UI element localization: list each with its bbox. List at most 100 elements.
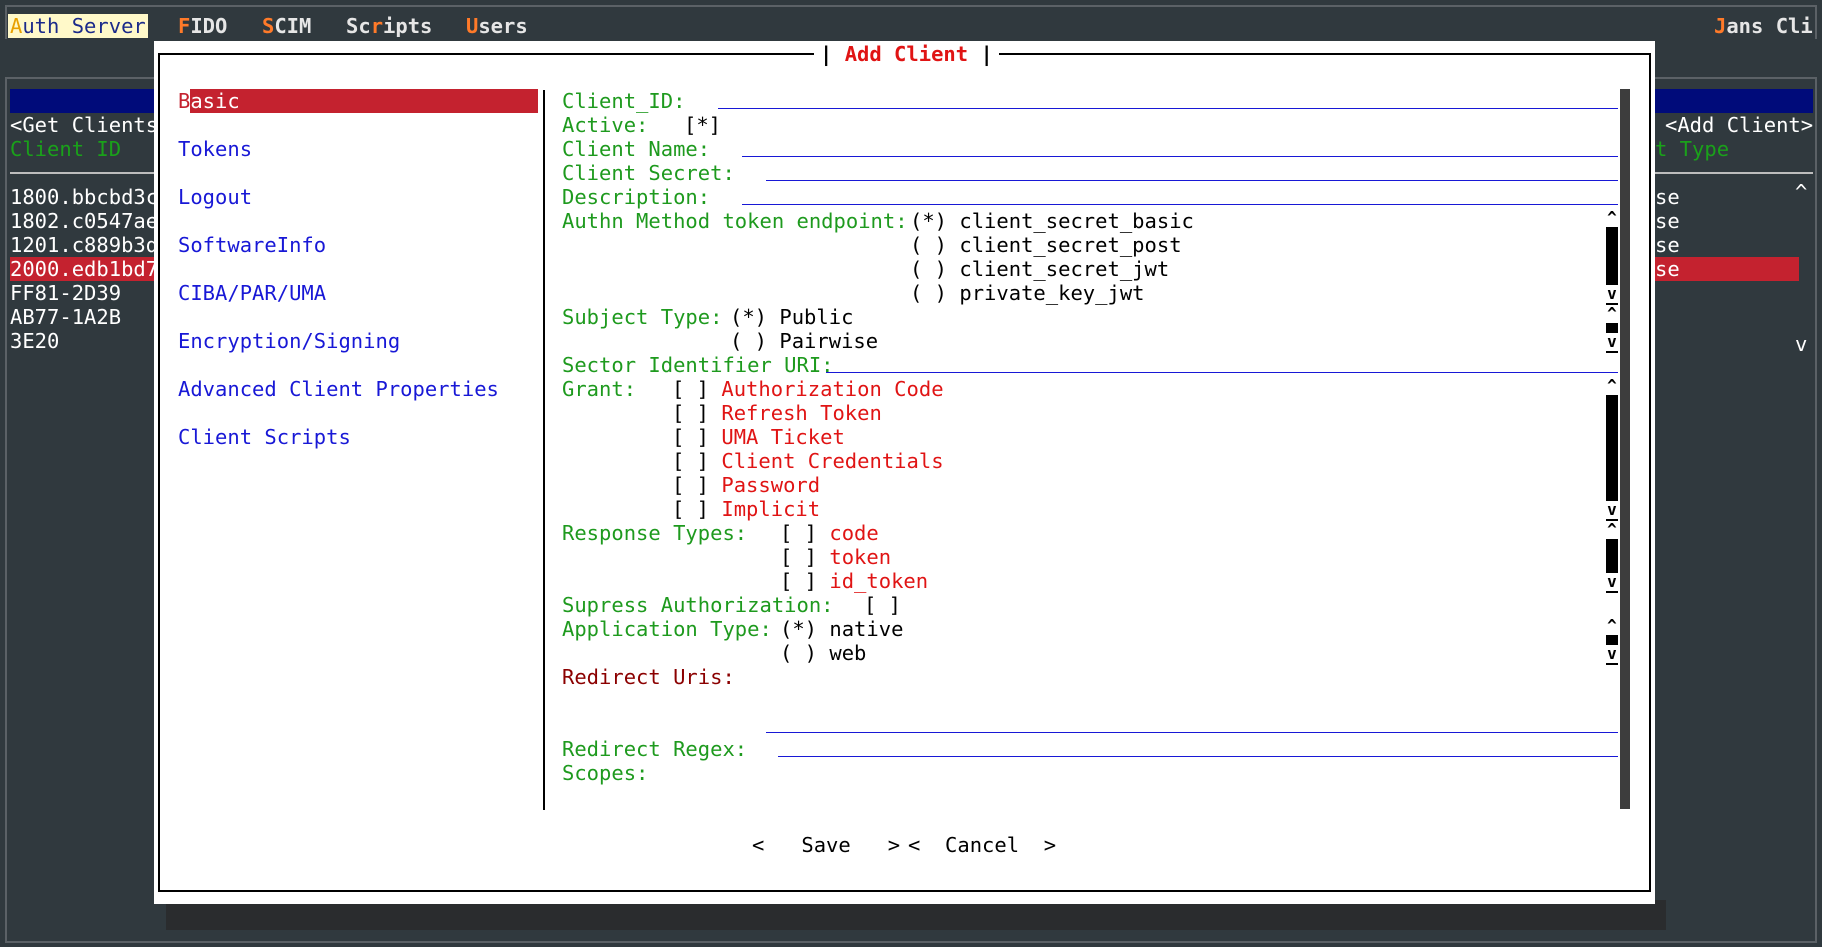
menu-hotkey: J	[1714, 14, 1727, 38]
client-row-type: se	[1655, 185, 1680, 209]
client-row-type: se	[1655, 209, 1680, 233]
grant-checkbox-password[interactable]: [ ] Password	[672, 473, 820, 497]
clients-header-bar-right	[1655, 89, 1813, 113]
redirect-uris-label: Redirect Uris:	[562, 665, 735, 689]
client-row[interactable]: 1800.bbcbd3c	[10, 185, 159, 209]
grant-label: Grant:	[562, 377, 637, 401]
client-name-input[interactable]	[742, 156, 1618, 157]
menu-label: uth Server	[22, 14, 146, 38]
app-title: Jans Cli	[1714, 14, 1813, 38]
scroll-down-icon[interactable]: v	[1605, 645, 1619, 663]
radio: ( )	[730, 329, 768, 353]
subject-option-public[interactable]: (*) Public	[730, 305, 853, 329]
menu-scripts[interactable]: Scripts	[346, 14, 432, 38]
menu-users[interactable]: Users	[466, 14, 528, 38]
menu-fido[interactable]: FIDO	[178, 14, 227, 38]
radio: ( )	[910, 257, 948, 281]
save-button[interactable]: < Save >	[752, 833, 901, 857]
cancel-button[interactable]: < Cancel >	[908, 833, 1057, 857]
form-scrollbar[interactable]	[1620, 89, 1630, 809]
authn-option-private-key-jwt[interactable]: ( ) private_key_jwt	[910, 281, 1145, 305]
sector-identifier-input[interactable]	[826, 372, 1618, 373]
supress-authorization-checkbox[interactable]: [ ]	[864, 593, 902, 617]
client-row-selected[interactable]: 2000.edb1bd7	[10, 257, 159, 281]
menu-label: ans Cli	[1726, 14, 1813, 38]
option-label: id_token	[829, 569, 929, 593]
authn-method-label: Authn Method token endpoint:	[562, 209, 908, 233]
scroll-up-icon[interactable]: ^	[1605, 305, 1619, 323]
checkbox: [ ]	[672, 377, 710, 401]
response-checkbox-id-token[interactable]: [ ] id_token	[780, 569, 928, 593]
option-label: Implicit	[721, 497, 821, 521]
redirect-regex-input[interactable]	[778, 756, 1618, 757]
client-secret-input[interactable]	[766, 180, 1618, 181]
nav-basic[interactable]: Basic	[178, 89, 538, 113]
checkbox: [ ]	[672, 401, 710, 425]
client-row[interactable]: FF81-2D39	[10, 281, 122, 305]
nav-advanced-client-properties[interactable]: Advanced Client Properties	[178, 377, 499, 401]
option-label: Authorization Code	[721, 377, 944, 401]
nav-tokens[interactable]: Tokens	[178, 137, 253, 161]
checkbox: [ ]	[780, 569, 818, 593]
column-divider	[10, 172, 154, 174]
add-client-dialog	[154, 41, 1655, 904]
client-id-input[interactable]	[718, 108, 1618, 109]
scroll-up-icon[interactable]: ^	[1605, 377, 1619, 395]
menu-label: IDO	[190, 14, 228, 38]
client-row-type-selected: se	[1655, 257, 1799, 281]
client-row[interactable]: 1201.c889b3d	[10, 233, 159, 257]
grant-checkbox-authorization-code[interactable]: [ ] Authorization Code	[672, 377, 944, 401]
authn-option-client-secret-post[interactable]: ( ) client_secret_post	[910, 233, 1182, 257]
radio-selected: (*)	[910, 209, 948, 233]
menu-hotkey: S	[262, 14, 275, 38]
response-checkbox-token[interactable]: [ ] token	[780, 545, 891, 569]
menu-label: Sc	[346, 14, 371, 38]
option-label: native	[829, 617, 904, 641]
app-type-option-web[interactable]: ( ) web	[780, 641, 866, 665]
menu-auth-server[interactable]: Auth Server	[8, 14, 148, 38]
scroll-down-icon[interactable]: v	[1605, 333, 1619, 351]
nav-logout[interactable]: Logout	[178, 185, 253, 209]
scroll-up-icon[interactable]: ^	[1605, 617, 1619, 635]
grant-checkbox-implicit[interactable]: [ ] Implicit	[672, 497, 820, 521]
scroll-down-icon[interactable]: v	[1795, 332, 1808, 356]
description-input[interactable]	[742, 204, 1618, 205]
grant-checkbox-uma-ticket[interactable]: [ ] UMA Ticket	[672, 425, 845, 449]
client-row[interactable]: AB77-1A2B	[10, 305, 122, 329]
scroll-down-icon[interactable]: v	[1605, 285, 1619, 303]
nav-client-scripts[interactable]: Client Scripts	[178, 425, 351, 449]
get-clients-button[interactable]: <Get Clients	[10, 113, 159, 137]
scroll-up-icon[interactable]: ^	[1605, 521, 1619, 539]
grant-scrollbar[interactable]	[1606, 377, 1618, 521]
client-row[interactable]: 1802.c0547ae	[10, 209, 159, 233]
dialog-shadow	[166, 900, 1666, 930]
nav-ciba-par-uma[interactable]: CIBA/PAR/UMA	[178, 281, 327, 305]
radio: ( )	[780, 641, 818, 665]
scroll-down-icon[interactable]: v	[1605, 501, 1619, 519]
grant-checkbox-refresh-token[interactable]: [ ] Refresh Token	[672, 401, 882, 425]
option-label: client_secret_basic	[959, 209, 1194, 233]
nav-label: asic	[190, 89, 240, 113]
scroll-up-icon[interactable]: ^	[1605, 209, 1619, 227]
authn-option-client-secret-basic[interactable]: (*) client_secret_basic	[910, 209, 1194, 233]
nav-encryption-signing[interactable]: Encryption/Signing	[178, 329, 401, 353]
menu-hotkey: r	[370, 14, 384, 38]
subject-option-pairwise[interactable]: ( ) Pairwise	[730, 329, 878, 353]
client-id-label: Client_ID:	[562, 89, 686, 113]
add-client-button[interactable]: <Add Client>	[1665, 113, 1814, 137]
redirect-uris-input[interactable]	[766, 732, 1618, 733]
grant-checkbox-client-credentials[interactable]: [ ] Client Credentials	[672, 449, 944, 473]
supress-authorization-label: Supress Authorization:	[562, 593, 834, 617]
radio: ( )	[910, 233, 948, 257]
scroll-down-icon[interactable]: v	[1605, 573, 1619, 591]
client-row[interactable]: 3E20	[10, 329, 60, 353]
response-checkbox-code[interactable]: [ ] code	[780, 521, 879, 545]
authn-option-client-secret-jwt[interactable]: ( ) client_secret_jwt	[910, 257, 1169, 281]
scroll-up-icon[interactable]: ^	[1795, 180, 1808, 204]
app-type-option-native[interactable]: (*) native	[780, 617, 903, 641]
nav-cursor: B	[178, 89, 191, 113]
active-checkbox[interactable]: [*]	[684, 113, 722, 137]
menu-scim[interactable]: SCIM	[262, 14, 311, 38]
authn-scrollbar[interactable]	[1606, 209, 1618, 305]
nav-softwareinfo[interactable]: SoftwareInfo	[178, 233, 327, 257]
